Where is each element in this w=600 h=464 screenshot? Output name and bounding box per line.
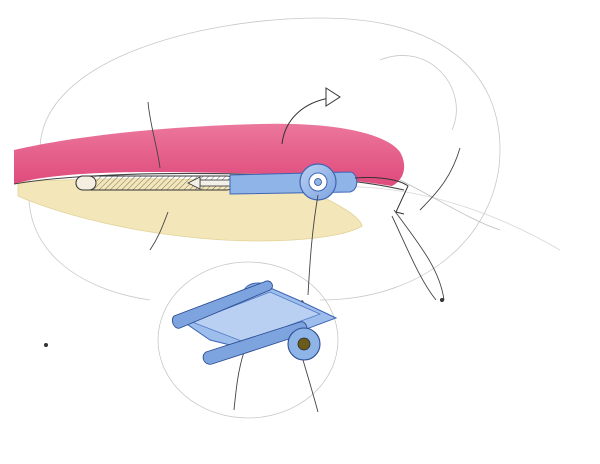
- link-bar: [230, 172, 357, 194]
- enlarged-mechanism: [172, 281, 336, 364]
- pivot-icon: [300, 164, 336, 200]
